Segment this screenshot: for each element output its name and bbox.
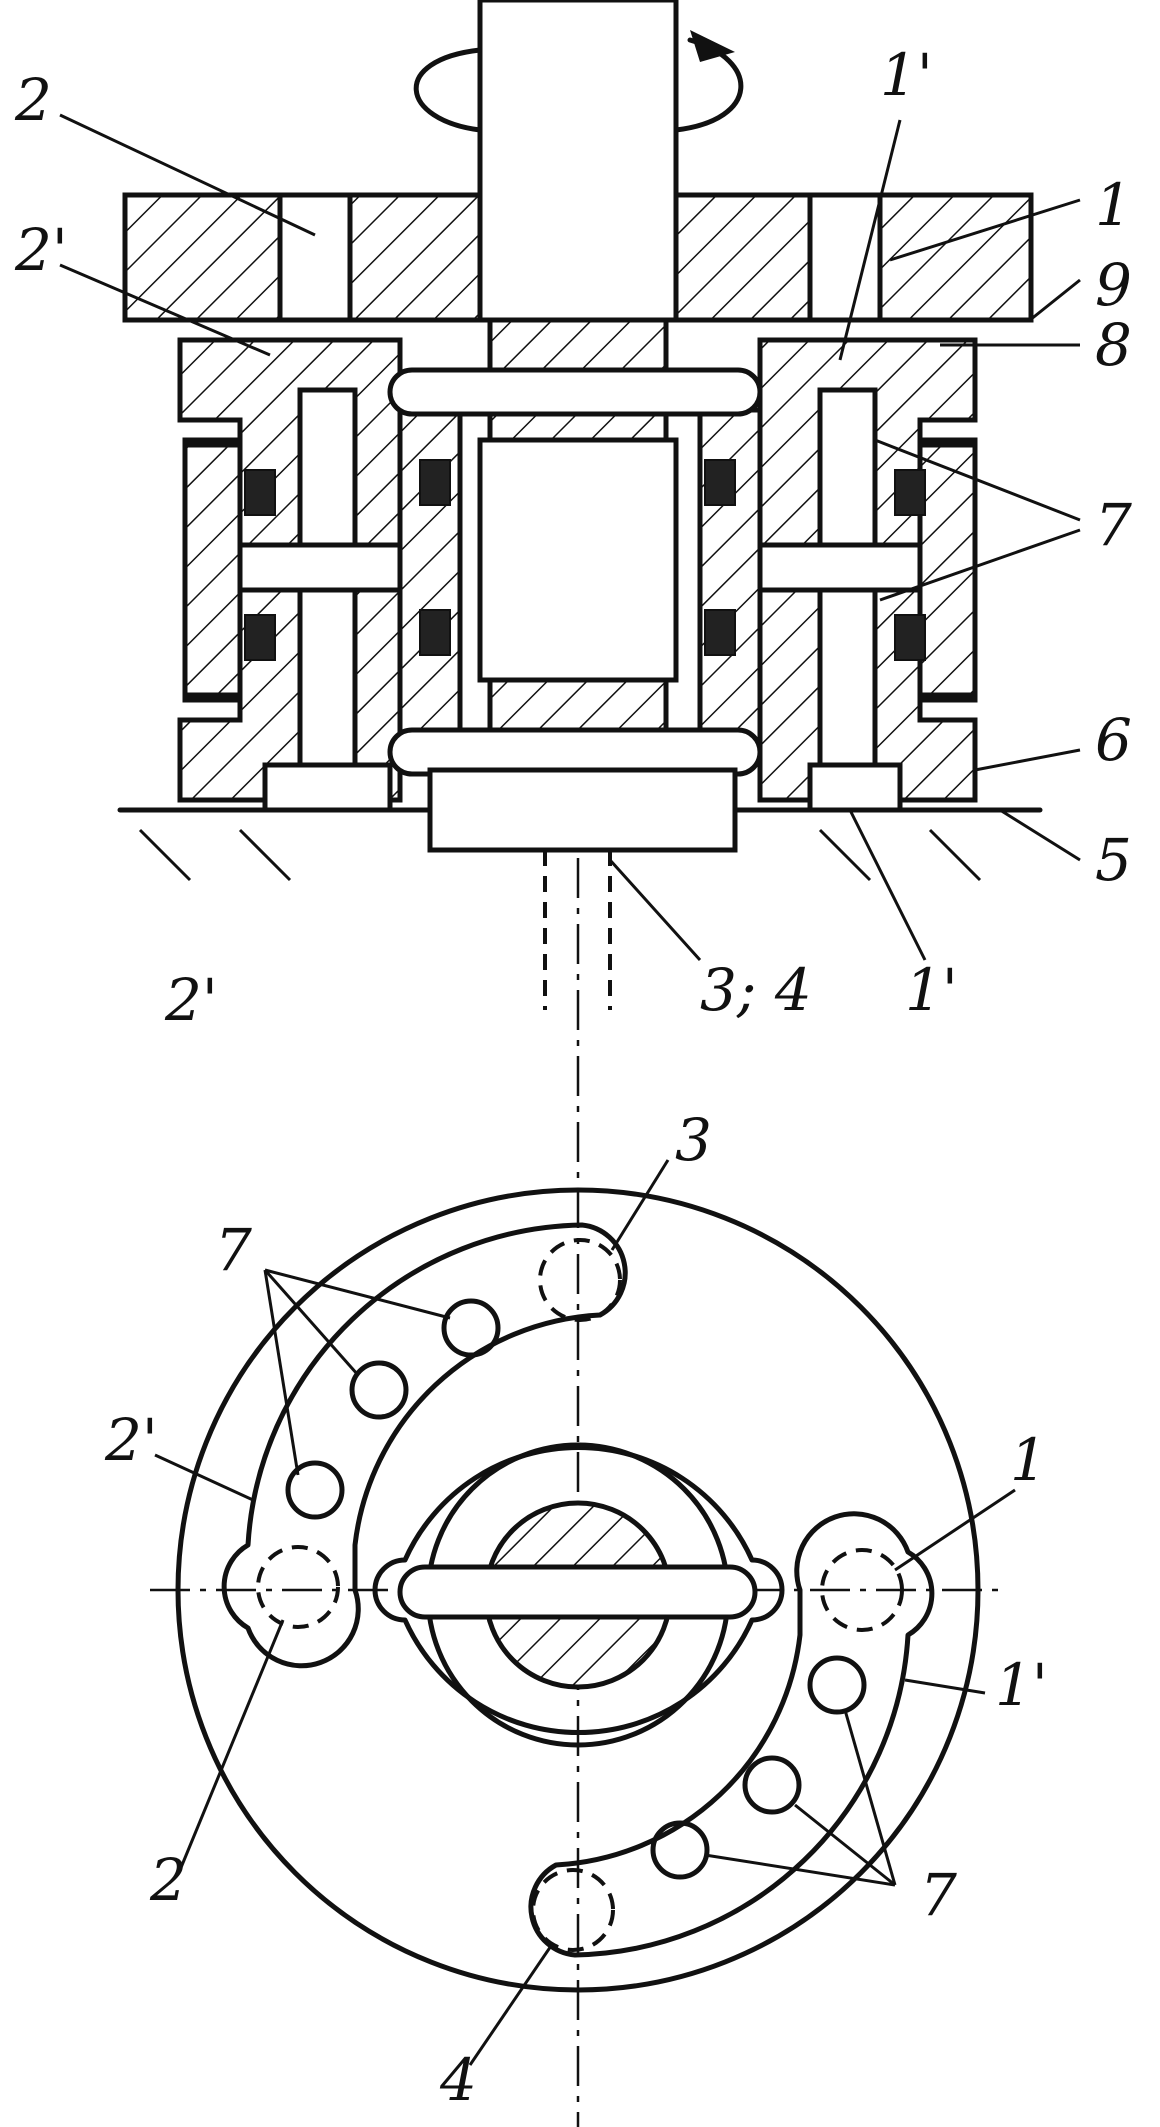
label-2: 2 xyxy=(149,1846,187,1914)
leader-line xyxy=(178,1619,285,1871)
radial-channel-left xyxy=(237,542,423,593)
leader-line xyxy=(999,808,1081,862)
label-7: 7 xyxy=(1095,491,1132,559)
label-2: 2 xyxy=(14,66,52,134)
label-7-right: 7 xyxy=(920,1861,957,1929)
leader-line xyxy=(894,1488,1016,1572)
seal-icon xyxy=(704,459,736,506)
rotor-lower-bar xyxy=(387,727,763,777)
sectional-view: 2 2' 1' 1 9 8 7 6 5 2' 3; 4 1' xyxy=(14,0,1132,2127)
rotating-shaft xyxy=(477,0,679,323)
groove-1-prime xyxy=(528,1511,935,1958)
rotor-cross-bar xyxy=(397,1564,758,1620)
leader-line xyxy=(974,748,1081,772)
label-1: 1 xyxy=(1010,1426,1047,1494)
port-1 xyxy=(820,1548,904,1632)
rotation-arrowhead-icon xyxy=(690,30,735,62)
leader-line xyxy=(838,119,902,361)
port-3 xyxy=(538,1238,622,1322)
base-hatch xyxy=(138,828,982,882)
hole-7 xyxy=(441,1298,501,1358)
hole-7 xyxy=(349,1360,409,1420)
leader-line xyxy=(468,1942,555,2066)
leader-line xyxy=(879,528,1081,602)
leader-line xyxy=(843,1709,897,1886)
hole-7 xyxy=(285,1460,345,1520)
label-9: 9 xyxy=(1095,251,1132,319)
seal-icon xyxy=(704,609,736,656)
leader-line xyxy=(904,1678,986,1695)
base-port-1prime xyxy=(807,762,903,813)
label-2-prime: 2' xyxy=(104,1406,158,1474)
base-port-2prime xyxy=(262,762,393,813)
base-recess xyxy=(427,767,738,853)
leader-line xyxy=(848,809,927,961)
leader-line xyxy=(263,1269,300,1476)
port-2-channel xyxy=(277,192,353,323)
label-7-left: 7 xyxy=(215,1216,252,1284)
seal-icon xyxy=(894,469,926,516)
leader-line xyxy=(264,1268,451,1320)
port-1-channel xyxy=(807,192,883,323)
plan-view: 3 7 2' 1 1' 2 7 4 xyxy=(104,1106,1048,2114)
label-8: 8 xyxy=(1095,311,1132,379)
port-4 xyxy=(531,1868,615,1952)
leader-line xyxy=(59,263,271,357)
label-2-prime-left: 2' xyxy=(14,216,68,284)
seal-icon xyxy=(419,609,451,656)
leader-line xyxy=(610,1159,670,1251)
radial-channel-right xyxy=(732,542,923,593)
port-2 xyxy=(256,1545,340,1629)
seal-icon xyxy=(244,469,276,516)
seal-icon xyxy=(244,614,276,661)
leader-line xyxy=(608,858,702,962)
leader-line xyxy=(889,198,1081,262)
seal-icon xyxy=(419,459,451,506)
leader-line xyxy=(154,1453,254,1502)
label-6: 6 xyxy=(1095,706,1132,774)
label-1-prime-bottom: 1' xyxy=(905,956,958,1024)
outer-disc xyxy=(175,1187,981,1993)
leader-line xyxy=(59,113,316,237)
label-1: 1 xyxy=(1095,171,1132,239)
leader-line xyxy=(794,1803,896,1887)
label-4: 4 xyxy=(439,2046,477,2114)
leader-line xyxy=(263,1269,360,1376)
label-1-prime: 1' xyxy=(995,1651,1048,1719)
leader-line xyxy=(874,438,1081,522)
label-3: 3 xyxy=(675,1106,712,1174)
hole-7 xyxy=(807,1655,867,1715)
label-2-prime-bottom: 2' xyxy=(164,966,218,1034)
label-5: 5 xyxy=(1095,826,1132,894)
rotor-upper-bar xyxy=(387,367,763,417)
leader-line xyxy=(704,1853,896,1887)
hole-7 xyxy=(742,1755,802,1815)
outer-ring-left xyxy=(182,442,243,698)
hole-7 xyxy=(650,1820,710,1880)
label-1-prime-top: 1' xyxy=(880,41,933,109)
label-3-4: 3; 4 xyxy=(700,956,812,1024)
leader-line xyxy=(1029,278,1081,322)
seal-icon xyxy=(894,614,926,661)
groove-2-prime xyxy=(221,1222,628,1669)
rotor-cavity xyxy=(477,437,679,683)
